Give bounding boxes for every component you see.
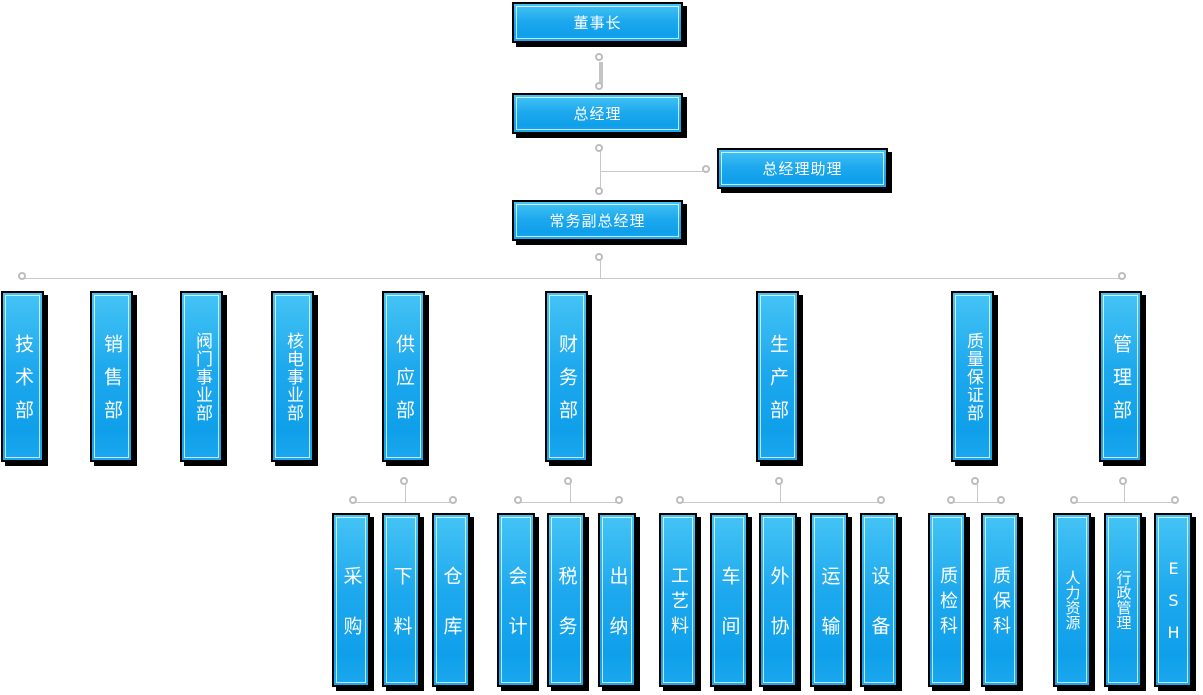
connector-endpoint-dot <box>18 272 26 280</box>
sub-label: 仓库 <box>440 565 463 666</box>
sub-label: 质保科 <box>990 566 1011 641</box>
sub-box-process-material[interactable]: 工艺料 <box>659 513 697 687</box>
sub-box-quality-inspection-section[interactable]: 质检科 <box>928 513 966 687</box>
sub-label: 采购 <box>340 565 363 666</box>
connector-endpoint-dot <box>676 496 684 504</box>
connector-endpoint-dot <box>615 496 623 504</box>
sub-box-material-cutting[interactable]: 下料 <box>382 513 420 687</box>
node-chairman[interactable]: 董事长 <box>512 2 683 43</box>
connector-endpoint-dot <box>595 253 603 261</box>
connector-departments-rail <box>24 278 1124 279</box>
sub-label: 税务 <box>555 565 578 666</box>
connector-endpoint-dot <box>400 477 408 485</box>
connector-chairman-gm <box>599 62 603 86</box>
sub-label: 外协 <box>767 565 790 666</box>
sub-box-esh[interactable]: ESH <box>1154 513 1192 687</box>
node-gm-assistant[interactable]: 总经理助理 <box>717 148 888 189</box>
node-chairman-label: 董事长 <box>573 14 622 32</box>
connector-gm-deputy <box>600 150 601 193</box>
node-gm-assistant-label: 总经理助理 <box>762 160 843 178</box>
dept-box-management[interactable]: 管理部 <box>1099 291 1142 462</box>
dept-box-technology[interactable]: 技术部 <box>1 291 44 462</box>
connector-endpoint-dot <box>1171 496 1179 504</box>
connector-supply-rail <box>355 502 455 503</box>
dept-box-finance[interactable]: 财务部 <box>545 291 588 462</box>
dept-label: 管理部 <box>1110 334 1132 433</box>
sub-label: 工艺料 <box>668 566 689 641</box>
dept-label: 质量保证部 <box>963 332 983 422</box>
connector-production-rail <box>682 502 883 503</box>
sub-box-equipment[interactable]: 设备 <box>860 513 898 687</box>
connector-endpoint-dot <box>595 144 603 152</box>
dept-label: 核电事业部 <box>283 332 303 422</box>
connector-supply-stub <box>405 483 406 502</box>
connector-endpoint-dot <box>971 477 979 485</box>
sub-label: 人力资源 <box>1063 570 1082 630</box>
connector-endpoint-dot <box>595 53 603 61</box>
dept-label: 阀门事业部 <box>192 332 212 422</box>
dept-label: 生产部 <box>767 334 789 433</box>
sub-label: 质检科 <box>937 566 958 641</box>
node-executive-deputy-gm-label: 常务副总经理 <box>549 212 646 230</box>
sub-box-purchasing[interactable]: 采购 <box>332 513 370 687</box>
sub-box-workshop[interactable]: 车间 <box>710 513 748 687</box>
sub-box-transport[interactable]: 运输 <box>810 513 848 687</box>
connector-endpoint-dot <box>349 496 357 504</box>
connector-endpoint-dot <box>1070 496 1078 504</box>
connector-finance-stub <box>570 483 571 502</box>
sub-box-outsourcing[interactable]: 外协 <box>759 513 797 687</box>
dept-box-production[interactable]: 生产部 <box>756 291 799 462</box>
node-executive-deputy-gm[interactable]: 常务副总经理 <box>512 200 683 241</box>
node-general-manager-label: 总经理 <box>573 105 622 123</box>
connector-endpoint-dot <box>1118 272 1126 280</box>
connector-gm-assistant <box>601 171 703 172</box>
dept-label: 供应部 <box>393 334 415 433</box>
sub-box-warehouse[interactable]: 仓库 <box>432 513 470 687</box>
dept-box-nuclear-division[interactable]: 核电事业部 <box>271 291 314 462</box>
connector-production-stub <box>780 483 781 502</box>
connector-finance-rail <box>520 502 621 503</box>
connector-management-stub <box>1124 483 1125 502</box>
connector-endpoint-dot <box>775 477 783 485</box>
dept-box-quality-assurance[interactable]: 质量保证部 <box>951 291 994 462</box>
connector-endpoint-dot <box>997 496 1005 504</box>
sub-label: 会计 <box>505 565 528 666</box>
sub-label: 运输 <box>818 565 841 666</box>
connector-endpoint-dot <box>702 165 710 173</box>
connector-endpoint-dot <box>877 496 885 504</box>
sub-label: 下料 <box>390 565 413 666</box>
connector-endpoint-dot <box>514 496 522 504</box>
dept-box-supply[interactable]: 供应部 <box>382 291 425 462</box>
sub-box-cashier[interactable]: 出纳 <box>598 513 636 687</box>
connector-management-rail <box>1076 502 1177 503</box>
connector-endpoint-dot <box>449 496 457 504</box>
connector-quality-stub <box>977 483 978 502</box>
connector-endpoint-dot <box>595 187 603 195</box>
connector-endpoint-dot <box>564 477 572 485</box>
sub-box-quality-assurance-section[interactable]: 质保科 <box>981 513 1019 687</box>
connector-endpoint-dot <box>1119 477 1127 485</box>
dept-label: 财务部 <box>556 334 578 433</box>
connector-endpoint-dot <box>595 82 603 90</box>
sub-box-tax[interactable]: 税务 <box>547 513 585 687</box>
connector-deputy-stub <box>600 259 601 278</box>
dept-box-valve-division[interactable]: 阀门事业部 <box>180 291 223 462</box>
sub-label: 设备 <box>868 565 891 666</box>
sub-box-accounting[interactable]: 会计 <box>497 513 535 687</box>
sub-label: 出纳 <box>606 565 629 666</box>
connector-quality-rail <box>953 502 1003 503</box>
sub-label: 车间 <box>718 565 741 666</box>
connector-endpoint-dot <box>947 496 955 504</box>
node-general-manager[interactable]: 总经理 <box>512 93 683 134</box>
dept-box-sales[interactable]: 销售部 <box>90 291 133 462</box>
sub-label: 行政管理 <box>1114 570 1133 630</box>
sub-box-admin-management[interactable]: 行政管理 <box>1104 513 1142 687</box>
sub-label: ESH <box>1164 558 1183 655</box>
sub-box-human-resources[interactable]: 人力资源 <box>1053 513 1091 687</box>
dept-label: 销售部 <box>101 334 123 433</box>
dept-label: 技术部 <box>12 334 34 433</box>
